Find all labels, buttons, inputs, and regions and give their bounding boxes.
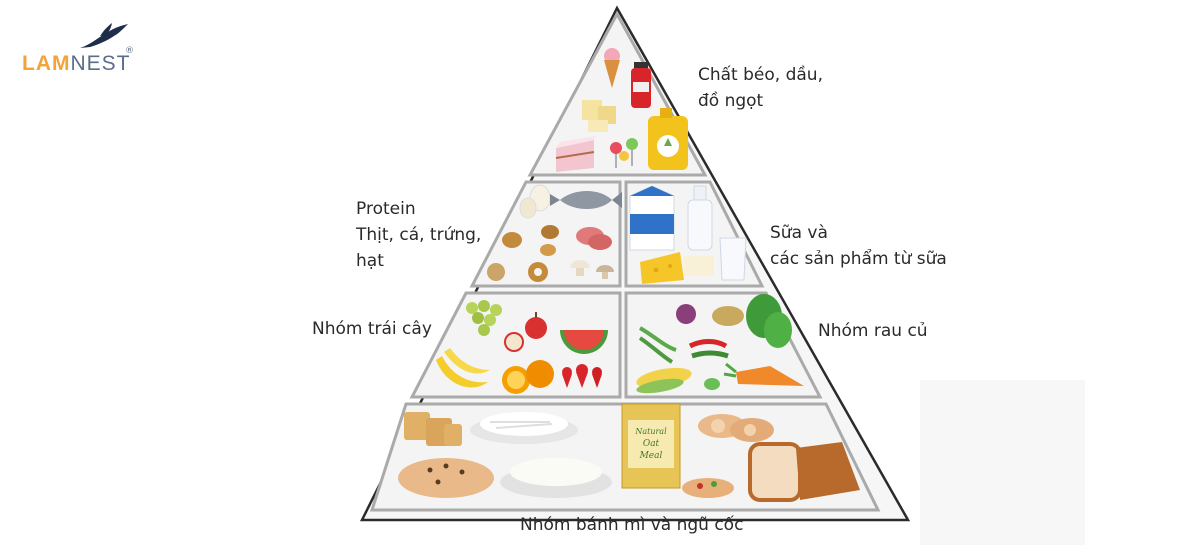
bread-loaf-icon	[748, 442, 860, 502]
oat-box-line3: Meal	[639, 451, 663, 461]
lamnest-logo: LAMNEST ®	[22, 22, 152, 82]
label-dairy: Sữa và các sản phẩm từ sữa	[770, 220, 947, 272]
grapes-icon	[466, 300, 502, 336]
logo-nest: NEST	[70, 52, 131, 75]
milk-glass-icon	[719, 237, 747, 281]
leafy-greens-icon	[746, 294, 792, 348]
label-fruit-line1: Nhóm trái cây	[312, 319, 432, 339]
label-dairy-line2: các sản phẩm từ sữa	[770, 249, 947, 269]
onion-icon	[676, 304, 696, 324]
label-grains: Nhóm bánh mì và ngũ cốc	[520, 512, 743, 538]
meat-slices-icon	[576, 227, 612, 250]
logo-wordmark: LAMNEST	[22, 52, 131, 76]
label-fats-line2: đồ ngọt	[698, 91, 764, 111]
cheese-pieces-icon	[582, 100, 616, 132]
apple-icon	[525, 312, 547, 339]
nuts-icon	[487, 225, 559, 282]
cheese-block-icon	[640, 252, 684, 284]
pizza-icon	[682, 478, 734, 498]
fish-icon	[550, 191, 622, 209]
bird-logo-icon	[80, 23, 128, 48]
label-veg-line1: Nhóm rau củ	[818, 321, 928, 341]
oat-box-line1: Natural	[634, 427, 667, 436]
oranges-icon	[502, 360, 554, 394]
corn-icon	[636, 367, 692, 394]
logo-la: LAM	[22, 52, 71, 75]
label-protein-line1: Protein	[356, 199, 416, 219]
bananas-icon	[436, 348, 490, 388]
oil-jug-icon	[648, 108, 688, 170]
rice-bowl-icon	[500, 458, 612, 498]
radish-icon	[704, 378, 720, 390]
cookie-bun-icon	[398, 458, 494, 498]
cake-slice-icon	[555, 136, 596, 172]
registered-mark: ®	[125, 46, 134, 56]
potato-icon	[712, 306, 744, 326]
oat-box-line2: Oat	[643, 439, 660, 449]
milk-carton-icon	[629, 185, 675, 251]
label-fruit: Nhóm trái cây	[312, 316, 432, 342]
background-patch	[920, 380, 1085, 545]
lollipops-icon	[610, 138, 638, 168]
crackers-icon	[404, 412, 462, 446]
ice-cream-icon	[604, 48, 620, 88]
bread-rolls-icon	[698, 414, 774, 442]
mushrooms-icon	[570, 260, 614, 279]
label-vegetables: Nhóm rau củ	[818, 318, 928, 344]
ketchup-bottle-icon	[631, 62, 651, 108]
label-protein-line2: Thịt, cá, trứng,	[356, 225, 482, 245]
oat-meal-box-icon: Natural Oat Meal	[621, 403, 681, 489]
label-grain-line1: Nhóm bánh mì và ngũ cốc	[520, 515, 744, 535]
label-dairy-line1: Sữa và	[770, 223, 828, 243]
strawberries-icon	[562, 364, 602, 388]
apple-half-icon	[504, 332, 524, 352]
label-protein: Protein Thịt, cá, trứng, hạt	[356, 196, 481, 274]
milk-bottle-icon	[687, 185, 713, 251]
chili-peppers-icon	[688, 339, 729, 359]
carrot-icon	[723, 362, 804, 386]
butter-icon	[684, 256, 714, 276]
label-protein-line3: hạt	[356, 251, 384, 271]
label-fats-sweets: Chất béo, dầu, đồ ngọt	[698, 62, 823, 114]
watermelon-icon	[560, 330, 608, 354]
rice-noodles-plate-icon	[470, 412, 578, 444]
label-fats-line1: Chất béo, dầu,	[698, 65, 823, 85]
green-beans-icon	[638, 326, 677, 364]
